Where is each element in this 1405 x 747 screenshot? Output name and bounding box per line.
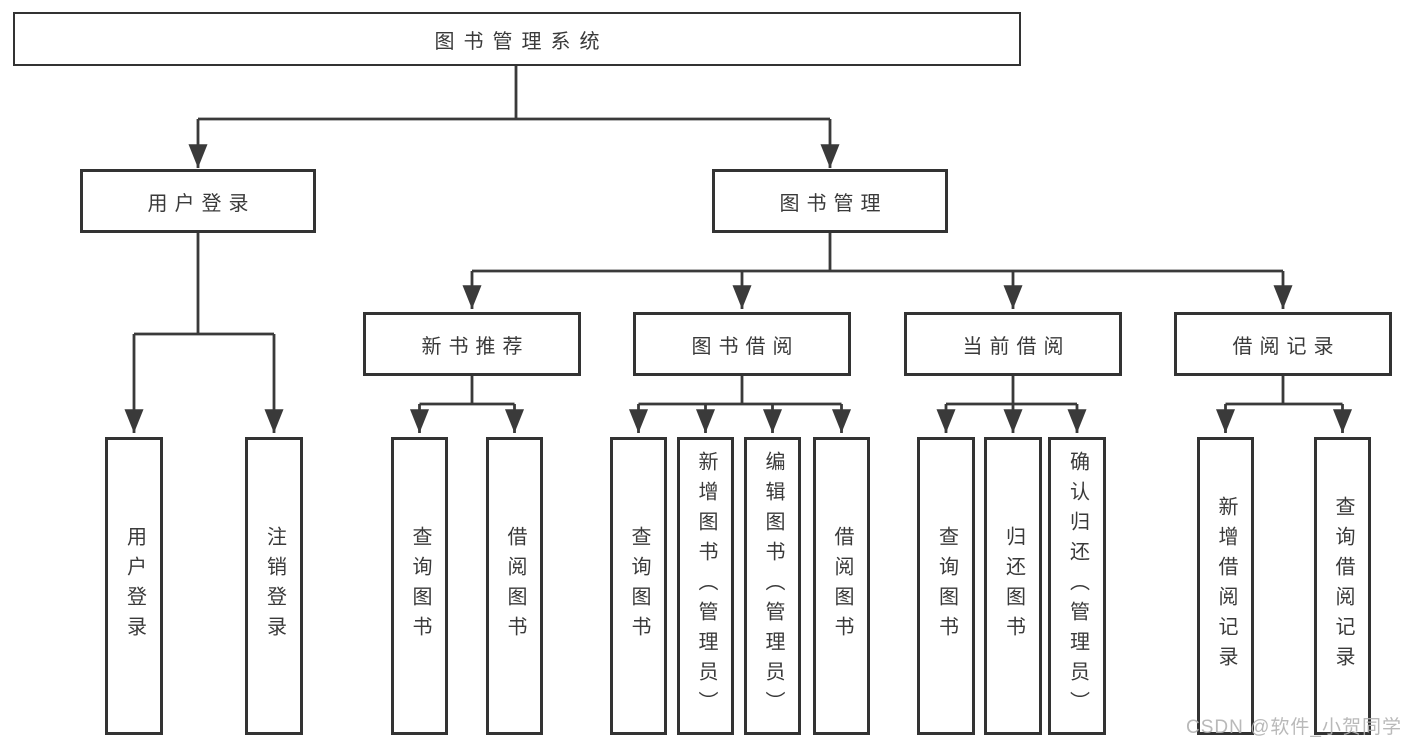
node-label: 图书管理系统 [434,30,609,53]
leaf-label: 查询图书 [935,526,958,646]
leaf-query-books-2: 查询图书 [610,437,667,735]
leaf-label: 用户登录 [123,526,146,646]
leaf-borrow-books-2: 借阅图书 [813,437,870,735]
node-label: 图书管理 [779,192,888,215]
leaf-add-books-admin: 新增图书（管理员） [677,437,734,735]
leaf-add-borrow-record: 新增借阅记录 [1197,437,1254,735]
node-label: 新书推荐 [421,335,530,358]
node-current-borrowing: 当前借阅 [904,312,1122,376]
node-user-login: 用户登录 [80,169,316,233]
connector-userlogin-trunk [134,233,274,336]
leaf-query-books-3: 查询图书 [917,437,975,735]
node-borrow-records: 借阅记录 [1174,312,1392,376]
csdn-watermark: CSDN @软件_小贺同学 [1186,717,1402,738]
leaf-label: 确认归还（管理员） [1066,451,1089,721]
connector-root-trunk [198,66,830,121]
leaf-label: 借阅图书 [831,526,853,646]
leaf-edit-books-admin: 编辑图书（管理员） [744,437,801,735]
leaf-label: 查询图书 [409,526,431,646]
connector-borrowrecords-trunk [1225,376,1343,406]
leaf-query-borrow-record: 查询借阅记录 [1314,437,1371,735]
leaf-return-books: 归还图书 [984,437,1042,735]
node-book-borrowing: 图书借阅 [633,312,851,376]
leaf-label: 新增借阅记录 [1215,496,1237,676]
node-label: 用户登录 [147,192,256,215]
leaf-label: 归还图书 [1002,526,1025,646]
leaf-logout: 注销登录 [245,437,303,735]
connector-currentborrow-trunk [946,376,1077,406]
node-system-root: 图书管理系统 [13,12,1021,66]
node-new-book-recommend: 新书推荐 [363,312,581,376]
node-label: 借阅记录 [1232,335,1341,358]
node-label: 当前借阅 [962,335,1071,358]
leaf-label: 编辑图书（管理员） [762,451,784,721]
connector-bookmgmt-trunk [472,233,1283,273]
leaf-label: 查询借阅记录 [1332,496,1354,676]
leaf-label: 借阅图书 [504,526,526,646]
leaf-borrow-books-1: 借阅图书 [486,437,543,735]
connector-newbooks-trunk [419,376,515,406]
leaf-query-books-1: 查询图书 [391,437,448,735]
leaf-label: 注销登录 [263,526,286,646]
node-book-management: 图书管理 [712,169,948,233]
leaf-user-login: 用户登录 [105,437,163,735]
leaf-label: 查询图书 [628,526,650,646]
leaf-label: 新增图书（管理员） [695,451,717,721]
leaf-confirm-return-admin: 确认归还（管理员） [1048,437,1106,735]
node-label: 图书借阅 [691,335,800,358]
connector-bookborrow-trunk [638,376,842,406]
